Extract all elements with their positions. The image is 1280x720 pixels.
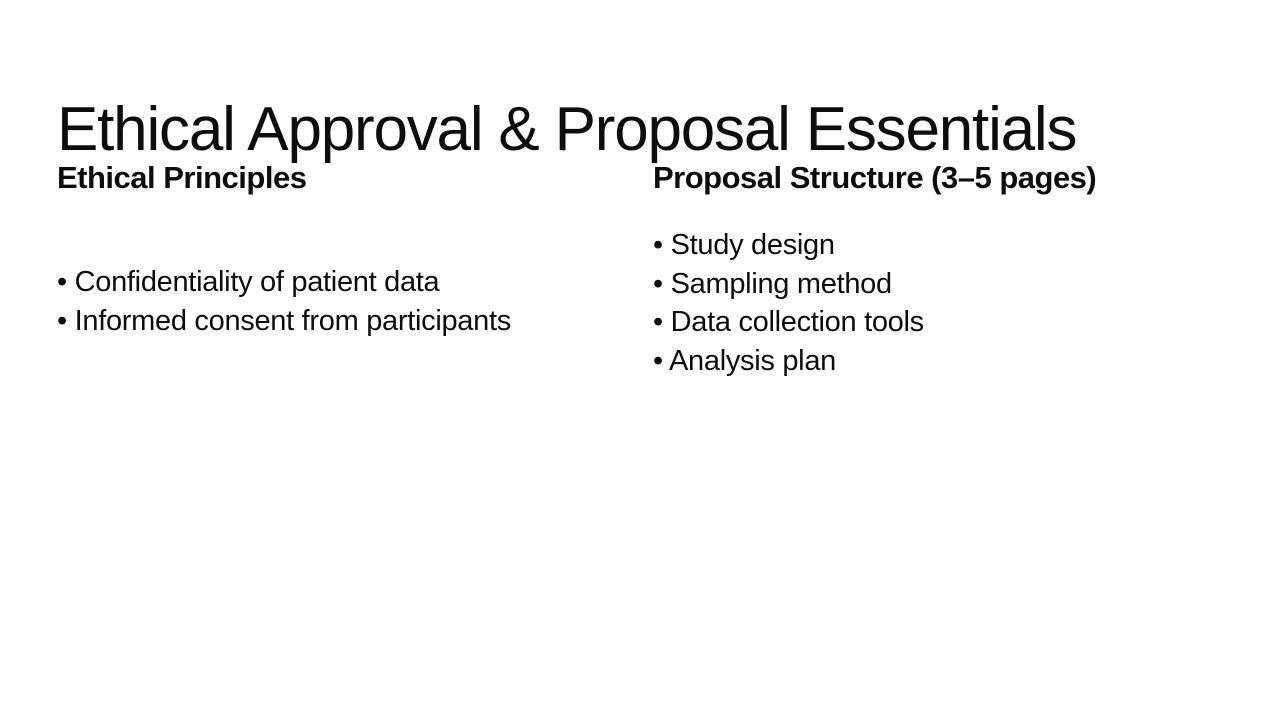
column-heading-left: Ethical Principles (57, 160, 307, 195)
content-columns: Ethical Principles • Confidentiality of … (57, 155, 1223, 380)
bullet-glyph-icon: • (653, 344, 670, 377)
bullet-glyph-icon: • (57, 266, 75, 298)
list-item: • Study design (653, 226, 1123, 265)
column-proposal-structure: Proposal Structure (3–5 pages) • Study d… (653, 155, 1123, 380)
bullet-glyph-icon: • (57, 304, 75, 337)
page-title: Ethical Approval & Proposal Essentials (57, 94, 1078, 164)
bullet-glyph-icon: • (653, 267, 671, 300)
list-item-label: Confidentiality of patient data (74, 266, 440, 298)
list-item-label: Sampling method (670, 267, 892, 300)
column-heading-right: Proposal Structure (3–5 pages) (653, 160, 1097, 195)
column-ethical-principles: Ethical Principles • Confidentiality of … (57, 155, 653, 340)
bullet-glyph-icon: • (653, 229, 671, 261)
bullet-list-right: • Study design • Sampling method • Data … (653, 226, 1123, 380)
list-item-label: Analysis plan (669, 344, 836, 377)
list-item: • Informed consent from participants (57, 302, 613, 341)
list-item: • Data collection tools (653, 303, 1123, 342)
list-item: • Analysis plan (653, 342, 1123, 381)
list-item: • Sampling method (653, 265, 1123, 304)
list-item-label: Data collection tools (670, 306, 925, 338)
bullet-glyph-icon: • (653, 306, 671, 338)
list-item-label: Study design (670, 229, 835, 261)
list-item-label: Informed consent from participants (74, 304, 512, 337)
bullet-list-left: • Confidentiality of patient data • Info… (57, 263, 613, 340)
list-item: • Confidentiality of patient data (57, 263, 613, 302)
